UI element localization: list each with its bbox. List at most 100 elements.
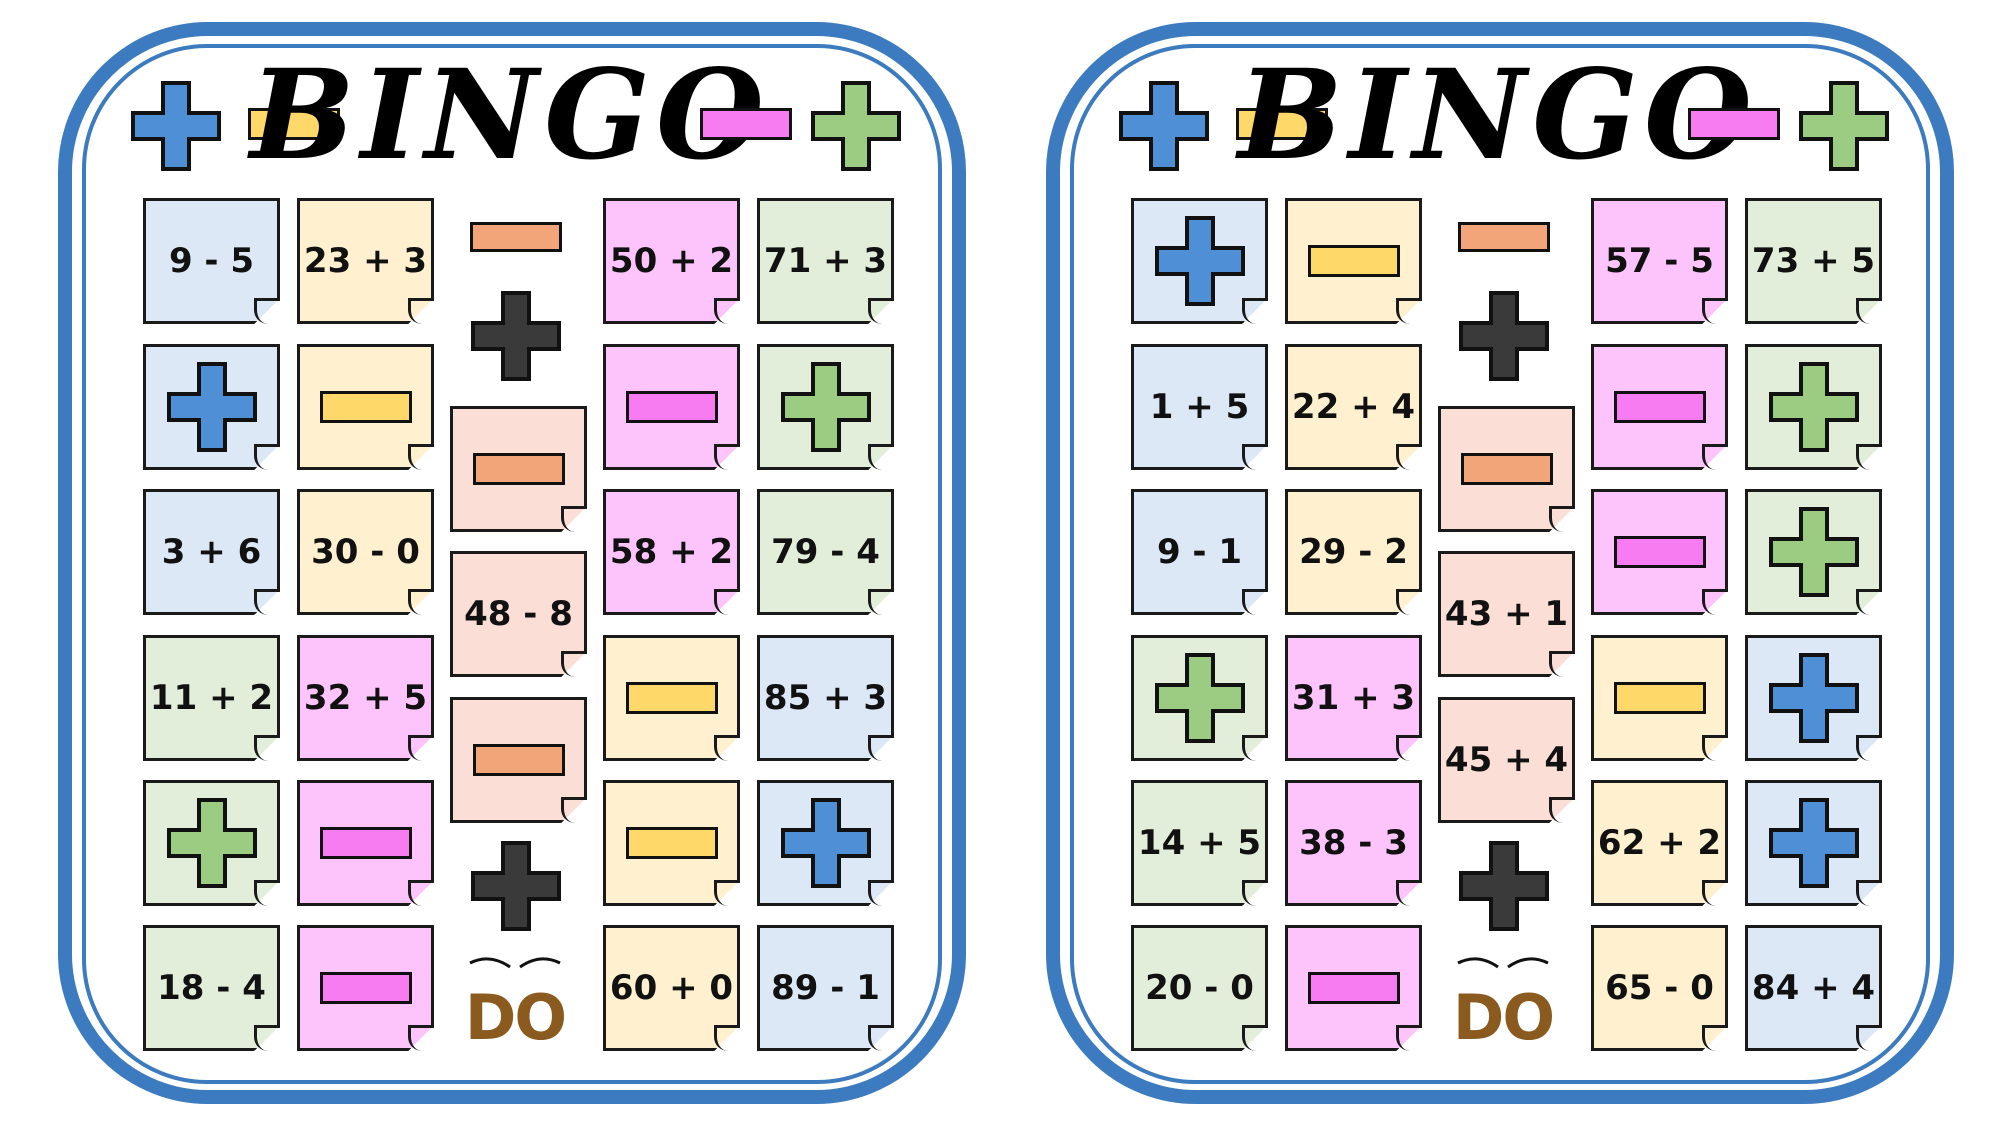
minus-icon [248,108,340,140]
bingo-cell[interactable] [603,635,740,761]
plus-icon [471,841,561,931]
card-frame-inner [1070,44,1930,1084]
bingo-cell[interactable]: 60 + 0 [603,925,740,1051]
bingo-cell[interactable] [450,697,587,823]
plus-icon [1768,507,1859,597]
minus-icon [1307,245,1400,277]
bingo-cell[interactable] [143,780,280,906]
plus-icon [166,798,257,888]
bingo-cell[interactable]: 50 + 2 [603,198,740,324]
minus-icon [1613,682,1706,714]
bingo-cell[interactable]: 57 - 5 [1591,198,1728,324]
bingo-cell[interactable]: 30 - 0 [297,489,434,615]
bingo-cell[interactable]: 20 - 0 [1131,925,1268,1051]
plus-icon [1799,81,1889,171]
owl-eyes-icon [469,957,561,969]
owl-logo: DO [460,955,570,1065]
plus-icon [1154,216,1245,306]
bingo-title: BINGO [249,42,771,188]
owl-logo: DO [1448,955,1558,1065]
bingo-cell[interactable]: 45 + 4 [1438,697,1575,823]
bingo-cell[interactable] [297,925,434,1051]
owl-logo-text: DO [1452,981,1555,1054]
plus-icon [471,291,561,381]
bingo-cell[interactable]: 43 + 1 [1438,551,1575,677]
bingo-cell[interactable] [1285,198,1422,324]
bingo-cell[interactable]: 29 - 2 [1285,489,1422,615]
minus-icon [1613,391,1706,423]
minus-icon [470,222,562,252]
plus-icon [1119,81,1209,171]
minus-icon [319,827,412,859]
owl-eyes-icon [1457,957,1549,969]
bingo-cell[interactable] [603,780,740,906]
minus-icon [700,108,792,140]
bingo-cell[interactable]: 3 + 6 [143,489,280,615]
bingo-cell[interactable]: 84 + 4 [1745,925,1882,1051]
bingo-cell[interactable]: 22 + 4 [1285,344,1422,470]
bingo-cell[interactable] [143,344,280,470]
bingo-cell[interactable] [1591,635,1728,761]
bingo-cell[interactable] [757,780,894,906]
bingo-cell[interactable] [1745,344,1882,470]
bingo-cell[interactable]: 9 - 1 [1131,489,1268,615]
minus-icon [1458,222,1550,252]
bingo-cell[interactable] [1438,406,1575,532]
bingo-cell[interactable]: 9 - 5 [143,198,280,324]
bingo-cell[interactable] [1131,198,1268,324]
plus-icon [1459,291,1549,381]
plus-icon [1154,653,1245,743]
bingo-cell[interactable]: 18 - 4 [143,925,280,1051]
plus-icon [1768,362,1859,452]
card-frame-outer [58,22,966,1104]
minus-icon [625,827,718,859]
bingo-cell[interactable] [1745,489,1882,615]
bingo-cell[interactable]: 71 + 3 [757,198,894,324]
bingo-cell[interactable] [1745,780,1882,906]
bingo-cell[interactable]: 85 + 3 [757,635,894,761]
bingo-cell[interactable]: 11 + 2 [143,635,280,761]
minus-icon [1688,108,1780,140]
plus-icon [1768,798,1859,888]
bingo-cell[interactable] [1591,344,1728,470]
minus-icon [472,744,565,776]
bingo-card-2: BINGO 1 + 5 9 - 1 14 + 5 20 - 0 22 + 4 2… [988,0,1988,1125]
bingo-cell[interactable] [1285,925,1422,1051]
bingo-cell[interactable]: 58 + 2 [603,489,740,615]
bingo-cell[interactable] [450,406,587,532]
bingo-cell[interactable]: 32 + 5 [297,635,434,761]
minus-icon [1460,453,1553,485]
card-frame-outer [1046,22,1954,1104]
bingo-cell[interactable] [1591,489,1728,615]
bingo-title: BINGO [1237,42,1759,188]
bingo-cell[interactable]: 14 + 5 [1131,780,1268,906]
bingo-cell[interactable] [297,344,434,470]
plus-icon [1768,653,1859,743]
bingo-cell[interactable]: 23 + 3 [297,198,434,324]
bingo-cell[interactable]: 38 - 3 [1285,780,1422,906]
minus-icon [319,391,412,423]
plus-icon [131,81,221,171]
bingo-cell[interactable]: 89 - 1 [757,925,894,1051]
bingo-cell[interactable] [603,344,740,470]
bingo-cell[interactable]: 73 + 5 [1745,198,1882,324]
bingo-cell[interactable]: 48 - 8 [450,551,587,677]
bingo-cell[interactable]: 62 + 2 [1591,780,1728,906]
bingo-cell[interactable]: 65 - 0 [1591,925,1728,1051]
bingo-cell[interactable] [757,344,894,470]
minus-icon [472,453,565,485]
card-frame-inner [82,44,942,1084]
plus-icon [780,798,871,888]
plus-icon [780,362,871,452]
minus-icon [1307,972,1400,1004]
bingo-cell[interactable]: 79 - 4 [757,489,894,615]
owl-logo-text: DO [464,981,567,1054]
bingo-cell[interactable] [297,780,434,906]
minus-icon [625,391,718,423]
bingo-cell[interactable]: 31 + 3 [1285,635,1422,761]
minus-icon [625,682,718,714]
minus-icon [1236,108,1328,140]
bingo-cell[interactable]: 1 + 5 [1131,344,1268,470]
bingo-cell[interactable] [1131,635,1268,761]
bingo-cell[interactable] [1745,635,1882,761]
